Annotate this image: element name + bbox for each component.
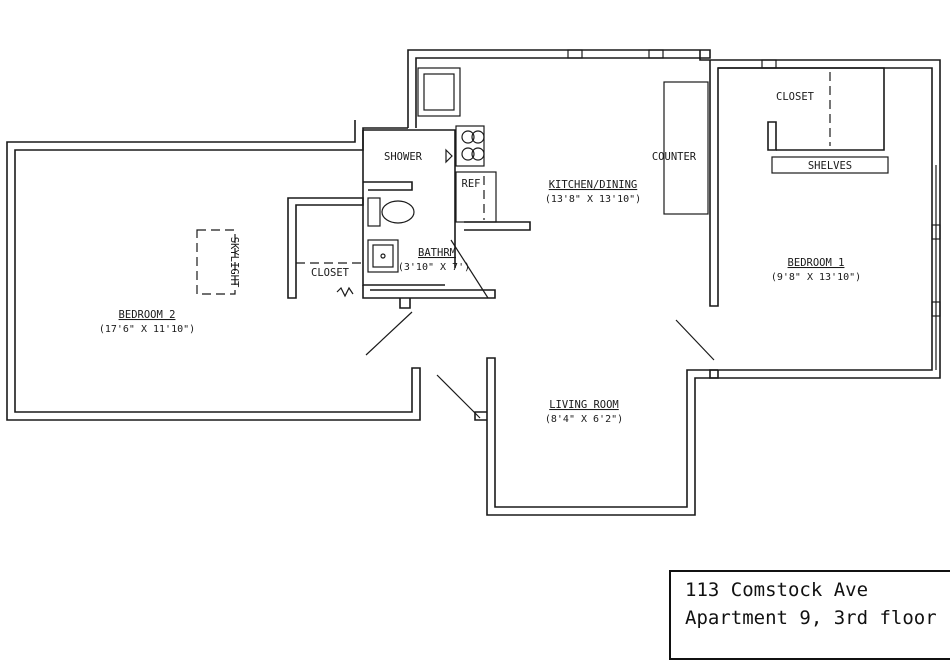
shower-label: SHOWER: [384, 151, 423, 163]
kitchen-name: KITCHEN/DINING: [549, 179, 638, 191]
kitchen-dims: (13'8" X 13'10"): [545, 194, 641, 205]
living-room-wall: [486, 357, 719, 516]
bedroom1-dims: (9'8" X 13'10"): [771, 272, 861, 283]
skylight: SKYLIGHT: [196, 229, 240, 295]
bedroom1-wall: [699, 50, 941, 379]
hall-wall: [474, 411, 487, 421]
closet-bed1-label: CLOSET: [776, 91, 815, 103]
bedroom2-wall: [6, 120, 421, 421]
living-room-dims: (8'4" X 6'2"): [545, 414, 623, 425]
closet-bed2-label: CLOSET: [311, 267, 350, 279]
floor-plan: SKYLIGHT BEDROOM 2 (17'6" X 11'10") KITC…: [6, 49, 941, 516]
bedroom1-closet: [718, 67, 889, 174]
living-room-name: LIVING ROOM: [549, 399, 619, 411]
skylight-label: SKYLIGHT: [228, 237, 240, 288]
shelves-label: SHELVES: [808, 160, 852, 172]
counter-label: COUNTER: [652, 151, 697, 163]
kitchen-top-wall: [407, 49, 711, 128]
doors: [336, 239, 715, 419]
address-box: 113 Comstock Ave Apartment 9, 3rd floor: [669, 570, 950, 660]
bathroom-dims: (3'10" X 7'): [398, 262, 470, 273]
address-line-1: 113 Comstock Ave: [685, 579, 869, 601]
bedroom2-dims: (17'6" X 11'10"): [99, 324, 195, 335]
bathroom-walls: [287, 129, 496, 309]
kitchen-fixtures: [417, 67, 709, 231]
room-labels: BEDROOM 2 (17'6" X 11'10") KITCHEN/DININ…: [99, 91, 861, 425]
ref-label: REF: [462, 178, 481, 190]
bedroom2-name: BEDROOM 2: [119, 309, 176, 321]
bathroom-name: BATHRM: [418, 247, 456, 259]
bedroom1-name: BEDROOM 1: [788, 257, 845, 269]
address-line-2: Apartment 9, 3rd floor: [685, 607, 937, 629]
